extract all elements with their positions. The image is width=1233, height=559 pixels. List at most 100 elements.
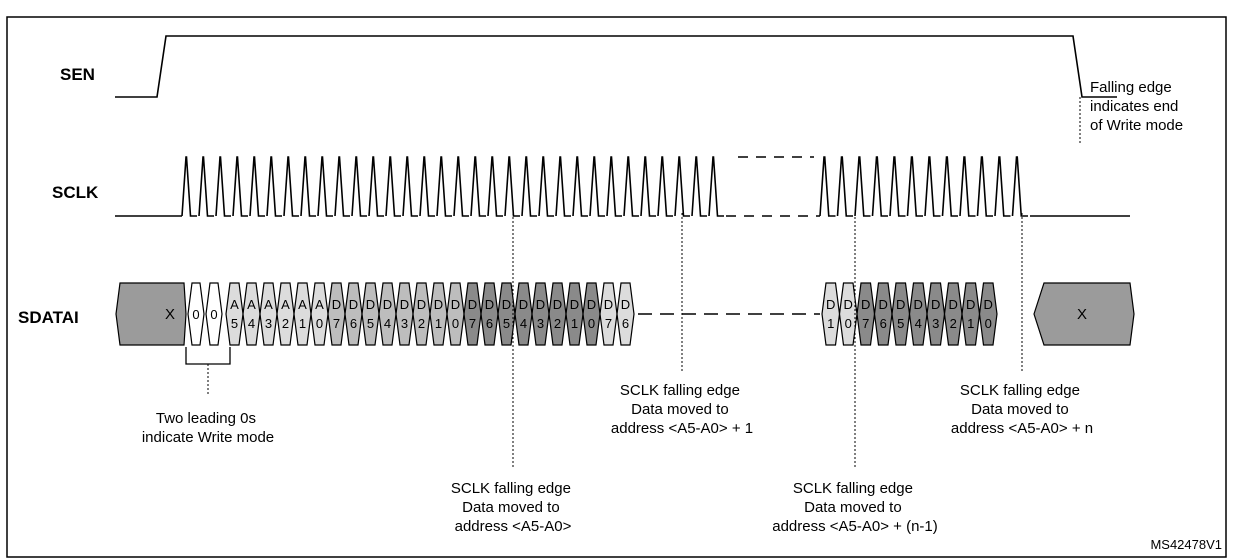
sdatai-bit-index: 1 bbox=[571, 316, 578, 331]
reference-code: MS42478V1 bbox=[1150, 537, 1222, 552]
sdatai-bit-index: 2 bbox=[418, 316, 425, 331]
sdatai-bit-cell bbox=[873, 282, 893, 346]
sdatai-bit-index: 6 bbox=[880, 316, 887, 331]
sdatai-bit-index: 3 bbox=[265, 316, 272, 331]
edge-c-note: SCLK falling edge Data moved to address … bbox=[772, 480, 938, 535]
sdatai-bit-letter: D bbox=[332, 297, 341, 312]
sdatai-leading-zero-label: 0 bbox=[192, 307, 199, 322]
sdatai-bit-index: 5 bbox=[503, 316, 510, 331]
sdatai-bit-letter: D bbox=[826, 297, 835, 312]
sdatai-bit-letter: D bbox=[844, 297, 853, 312]
sdatai-bit-index: 5 bbox=[231, 316, 238, 331]
sdatai-bit-letter: D bbox=[349, 297, 358, 312]
sdatai-bit-index: 1 bbox=[435, 316, 442, 331]
sdatai-bit-letter: D bbox=[604, 297, 613, 312]
sdatai-bit-index: 4 bbox=[384, 316, 391, 331]
sdatai-bit-index: 1 bbox=[299, 316, 306, 331]
sdatai-bit-index: 4 bbox=[520, 316, 527, 331]
sdatai-bit-cell bbox=[616, 282, 635, 346]
sdatai-bit-cell bbox=[259, 282, 278, 346]
sdatai-bit-letter: D bbox=[896, 297, 905, 312]
sdatai-bit-letter: A bbox=[281, 297, 290, 312]
sdatai-leading-zero bbox=[205, 282, 223, 346]
end-of-write-note: Falling edge indicates end of Write mode bbox=[1090, 79, 1183, 134]
sdatai-bit-index: 4 bbox=[248, 316, 255, 331]
sdatai-bit-letter: D bbox=[879, 297, 888, 312]
sdatai-bit-letter: D bbox=[383, 297, 392, 312]
sdatai-bit-index: 0 bbox=[845, 316, 852, 331]
sdatai-bit-index: 7 bbox=[333, 316, 340, 331]
sdatai-bit-letter: A bbox=[264, 297, 273, 312]
sdatai-bit-letter: D bbox=[485, 297, 494, 312]
sdatai-bit-cell bbox=[225, 282, 244, 346]
sdatai-bit-index: 1 bbox=[827, 316, 834, 331]
sdatai-bit-index: 7 bbox=[605, 316, 612, 331]
sdatai-bit-letter: D bbox=[468, 297, 477, 312]
sdatai-bit-index: 1 bbox=[967, 316, 974, 331]
sdatai-x-tail-label: X bbox=[1077, 306, 1087, 323]
sdatai-x-tail bbox=[1033, 282, 1135, 346]
sdatai-bit-index: 5 bbox=[367, 316, 374, 331]
sdatai-bit-index: 0 bbox=[588, 316, 595, 331]
leading-zeros-bracket bbox=[185, 347, 231, 365]
sdatai-bit-letter: D bbox=[984, 297, 993, 312]
sdatai-bit-cell bbox=[378, 282, 397, 346]
sdatai-bit-letter: D bbox=[861, 297, 870, 312]
sdatai-bit-index: 2 bbox=[554, 316, 561, 331]
sdatai-bit-letter: D bbox=[400, 297, 409, 312]
sclk-waveform bbox=[115, 156, 1130, 217]
sdatai-bit-letter: A bbox=[230, 297, 239, 312]
sdatai-bit-index: 6 bbox=[622, 316, 629, 331]
sdatai-bit-letter: D bbox=[553, 297, 562, 312]
sdatai-bit-index: 0 bbox=[316, 316, 323, 331]
sdatai-bit-index: 5 bbox=[897, 316, 904, 331]
sdatai-bit-index: 2 bbox=[950, 316, 957, 331]
sen-waveform bbox=[115, 35, 1117, 98]
sdatai-bit-index: 0 bbox=[985, 316, 992, 331]
sdatai-bit-cell bbox=[429, 282, 448, 346]
sdatai-bit-cell bbox=[565, 282, 584, 346]
sdatai-bit-cell bbox=[514, 282, 533, 346]
edge-b-note: SCLK falling edge Data moved to address … bbox=[611, 382, 753, 437]
sdatai-bit-cell bbox=[395, 282, 414, 346]
sdatai-bit-cell bbox=[344, 282, 363, 346]
edge-a-note: SCLK falling edge Data moved to address … bbox=[451, 480, 575, 535]
sdatai-bit-letter: D bbox=[587, 297, 596, 312]
sdatai-bit-letter: D bbox=[570, 297, 579, 312]
sdatai-bit-index: 3 bbox=[537, 316, 544, 331]
sdatai-bit-letter: D bbox=[434, 297, 443, 312]
sdatai-bit-cell bbox=[293, 282, 312, 346]
sdatai-bit-cell bbox=[821, 282, 841, 346]
sdatai-bit-cell bbox=[838, 282, 858, 346]
sdatai-bit-cell bbox=[361, 282, 380, 346]
sdatai-bit-cell bbox=[908, 282, 928, 346]
sdatai-bit-cell bbox=[943, 282, 963, 346]
sdatai-bit-index: 0 bbox=[452, 316, 459, 331]
sdatai-bit-cell bbox=[978, 282, 998, 346]
sdatai-bit-letter: D bbox=[502, 297, 511, 312]
sdatai-bit-letter: D bbox=[914, 297, 923, 312]
sdatai-bit-index: 6 bbox=[350, 316, 357, 331]
sclk-label: SCLK bbox=[52, 183, 99, 202]
sdatai-bit-cell bbox=[242, 282, 261, 346]
sdatai-bit-index: 7 bbox=[469, 316, 476, 331]
sdatai-bit-cell bbox=[463, 282, 482, 346]
edge-d-note: SCLK falling edge Data moved to address … bbox=[951, 382, 1093, 437]
sdatai-bit-cell bbox=[446, 282, 465, 346]
sclk-pulses-2 bbox=[819, 156, 1028, 217]
sdatai-bit-index: 4 bbox=[915, 316, 922, 331]
sdatai-bit-index: 2 bbox=[282, 316, 289, 331]
sdatai-bit-letter: D bbox=[949, 297, 958, 312]
sdatai-bit-cell bbox=[599, 282, 618, 346]
sdatai-bit-index: 3 bbox=[932, 316, 939, 331]
sdatai-bit-cell bbox=[548, 282, 567, 346]
sdatai-bit-letter: D bbox=[451, 297, 460, 312]
sdatai-leading-zero-label: 0 bbox=[210, 307, 217, 322]
sen-label: SEN bbox=[60, 65, 95, 84]
sdatai-label: SDATAI bbox=[18, 308, 79, 327]
sdatai-bit-cell bbox=[497, 282, 516, 346]
sdatai-bit-cell bbox=[480, 282, 499, 346]
sdatai-bit-letter: D bbox=[931, 297, 940, 312]
